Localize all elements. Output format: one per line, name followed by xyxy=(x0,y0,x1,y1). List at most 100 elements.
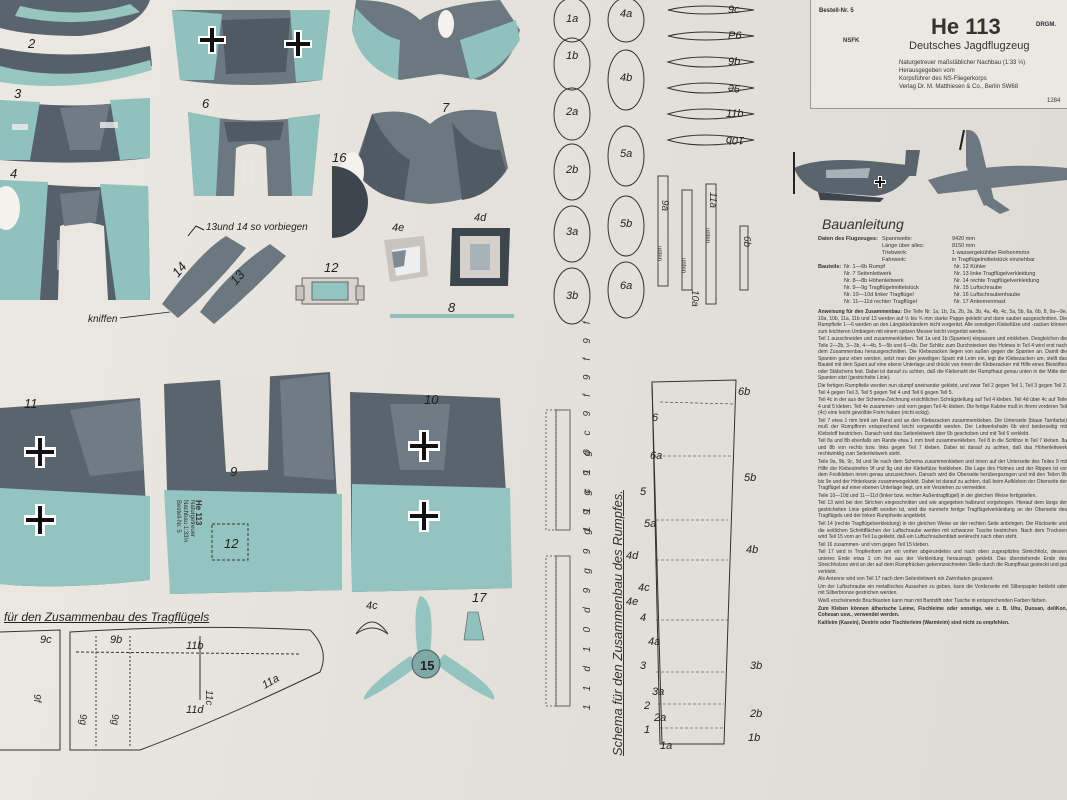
sheet-code: 1284 xyxy=(1047,98,1061,104)
label-7: 7 xyxy=(442,100,450,115)
part-15-propeller xyxy=(363,596,495,700)
assembly-instructions: Anweisung für den Zusammenbau: Die Teile… xyxy=(818,309,1067,627)
schema-2b: 2b xyxy=(750,708,763,720)
schema-1b: 1b xyxy=(748,732,761,744)
instruction-paragraph: Teil 16 zusammen- und vorn gegen Teil 15… xyxy=(818,541,930,548)
model-subtitle: Deutsches Jagdflugzeug xyxy=(909,40,1030,52)
part-12-radiator xyxy=(295,277,365,305)
label-3: 3 xyxy=(14,86,22,101)
instruction-paragraph: Teile 9a, 9b, 9c, 9d und 9e nach dem Sch… xyxy=(818,459,1067,492)
model-name: He 113 xyxy=(931,14,1001,39)
label-2b: 2b xyxy=(566,164,579,176)
order-number: Bestell-Nr. 5 xyxy=(819,8,854,14)
label-8: 8 xyxy=(448,300,456,315)
label-5a: 5a xyxy=(620,148,633,160)
instruction-paragraph: Teil 1 ausschneiden und zusammenkleben. … xyxy=(818,336,1067,382)
part-9-center-wing xyxy=(164,372,342,594)
label-4d: 4d xyxy=(474,212,487,224)
title-block: Bestell-Nr. 5 DRGM. He 113 Deutsches Jag… xyxy=(810,0,1067,109)
instruction-paragraph: Teile 10—10d und 11—11d (linker bzw. rec… xyxy=(818,492,1037,499)
schema-4e: 4e xyxy=(626,596,639,608)
part-8-stabilizer-strip xyxy=(390,314,514,318)
part-10-left-wing xyxy=(350,392,512,592)
label-12: 12 xyxy=(324,260,339,275)
bend-note: 13und 14 so vorbiegen xyxy=(206,222,308,233)
schema-5a: 5a xyxy=(644,518,657,530)
instruction-paragraph: Kaltleim (Kasein), Dextrin oder Tischler… xyxy=(818,619,1010,626)
subtitle-line-4: Verlag Dr. M. Matthiesen & Co., Berlin S… xyxy=(899,84,1019,90)
subtitle-line-2: Herausgegeben vom xyxy=(899,68,955,74)
glue-strips xyxy=(545,409,571,707)
part-13-fairing xyxy=(200,244,286,324)
wschema-9g-2: 9g xyxy=(109,714,120,726)
label-10: 10 xyxy=(424,392,439,407)
part-4c xyxy=(355,621,389,635)
wschema-11b: 11b xyxy=(186,640,204,652)
schema-5b: 5b xyxy=(744,472,757,484)
label-9d: P6 xyxy=(728,30,742,42)
spar-strips xyxy=(657,175,749,305)
emblem-text: NSFK xyxy=(843,38,860,44)
wing-schema xyxy=(0,626,324,751)
unten-note-3: unten xyxy=(704,228,710,244)
label-3b: 3b xyxy=(566,290,579,302)
subtitle-line-3: Korpsführer des NS-Fliegerkorps xyxy=(899,76,987,82)
aircraft-specs: Daten des Flugzeuges:Spannweite:9420 mm … xyxy=(818,236,1035,263)
schema-5: 5 xyxy=(640,486,647,498)
part-4d-canopy xyxy=(450,228,510,286)
label-9: 9 xyxy=(230,464,238,479)
label-5b: 5b xyxy=(620,218,633,230)
strip-labels-bottom: 11d10d9g9g9g9g xyxy=(582,436,593,710)
label-4a: 4a xyxy=(620,8,633,20)
part-2-fuselage xyxy=(0,46,152,86)
instruction-paragraph: Anweisung für den Zusammenbau: Die Teile… xyxy=(818,309,1067,335)
schema-4a: 4a xyxy=(648,636,661,648)
cross-markings xyxy=(24,26,440,536)
bulkhead-ovals xyxy=(553,0,645,325)
schema-6: 6 xyxy=(652,412,659,424)
part-14-fairing xyxy=(162,236,246,318)
part-1-fuselage xyxy=(0,0,150,36)
instruction-paragraph: Die fertigen Rumpfteile werden nun stump… xyxy=(818,383,1067,396)
schema-3: 3 xyxy=(640,660,647,672)
wing-ribs xyxy=(666,5,755,146)
drgm-mark: DRGM. xyxy=(1036,22,1056,28)
schema-2: 2 xyxy=(644,700,651,712)
part-7-tail xyxy=(352,0,520,204)
part-16-spinner-cover xyxy=(332,166,368,238)
instruction-paragraph: Teil 4c in der aus der Schema-Zeichnung … xyxy=(818,397,1067,417)
unten-note-1: unten xyxy=(656,246,662,262)
label-2: 2 xyxy=(28,36,36,51)
part-11-right-wing xyxy=(0,398,150,587)
schema-4d: 4d xyxy=(626,550,639,562)
label-9a: 9a xyxy=(659,200,670,212)
schema-2a: 2a xyxy=(654,712,667,724)
label-1a: 1a xyxy=(566,13,579,25)
instruction-paragraph: Teil 14 (rechte Tragflügelverkleidung) i… xyxy=(818,520,1067,541)
wing9-print: He 113 Naturgetreuer Nachbau 1:33⅓ Beste… xyxy=(175,500,203,543)
label-3a: 3a xyxy=(566,226,579,238)
label-10b: 10b xyxy=(726,134,745,146)
label-1b: 1b xyxy=(566,50,579,62)
part-4-fuselage xyxy=(0,180,150,300)
aircraft-top-view xyxy=(928,129,1067,214)
wschema-9b: 9b xyxy=(110,634,123,646)
wschema-9g-1: 9g xyxy=(77,714,88,726)
label-6: 6 xyxy=(202,96,210,111)
fuselage-schema xyxy=(651,379,737,745)
part-6-fuselage xyxy=(188,112,320,196)
label-2a: 2a xyxy=(566,106,579,118)
wschema-9c: 9c xyxy=(40,634,52,646)
instruction-paragraph: Zum Kleben können ätherische Leime, Fisc… xyxy=(818,605,1067,619)
label-4c: 4c xyxy=(366,600,378,612)
wschema-11d: 11d xyxy=(186,704,204,716)
wschema-9f: 9f xyxy=(31,694,42,703)
label-9b: 9b xyxy=(728,56,741,68)
label-9c: 9c xyxy=(728,4,740,16)
aircraft-side-view xyxy=(793,150,920,202)
parts-right: Nr. 12 Kühler Nr. 13 linke Tragflügelver… xyxy=(954,264,1040,305)
instruction-paragraph: Weiß erscheinende Bruchkanten kann man m… xyxy=(818,597,1047,604)
subtitle-line-1: Naturgetreuer maßstäblicher Nachbau (1:3… xyxy=(899,60,1026,66)
label-15: 15 xyxy=(420,658,435,673)
